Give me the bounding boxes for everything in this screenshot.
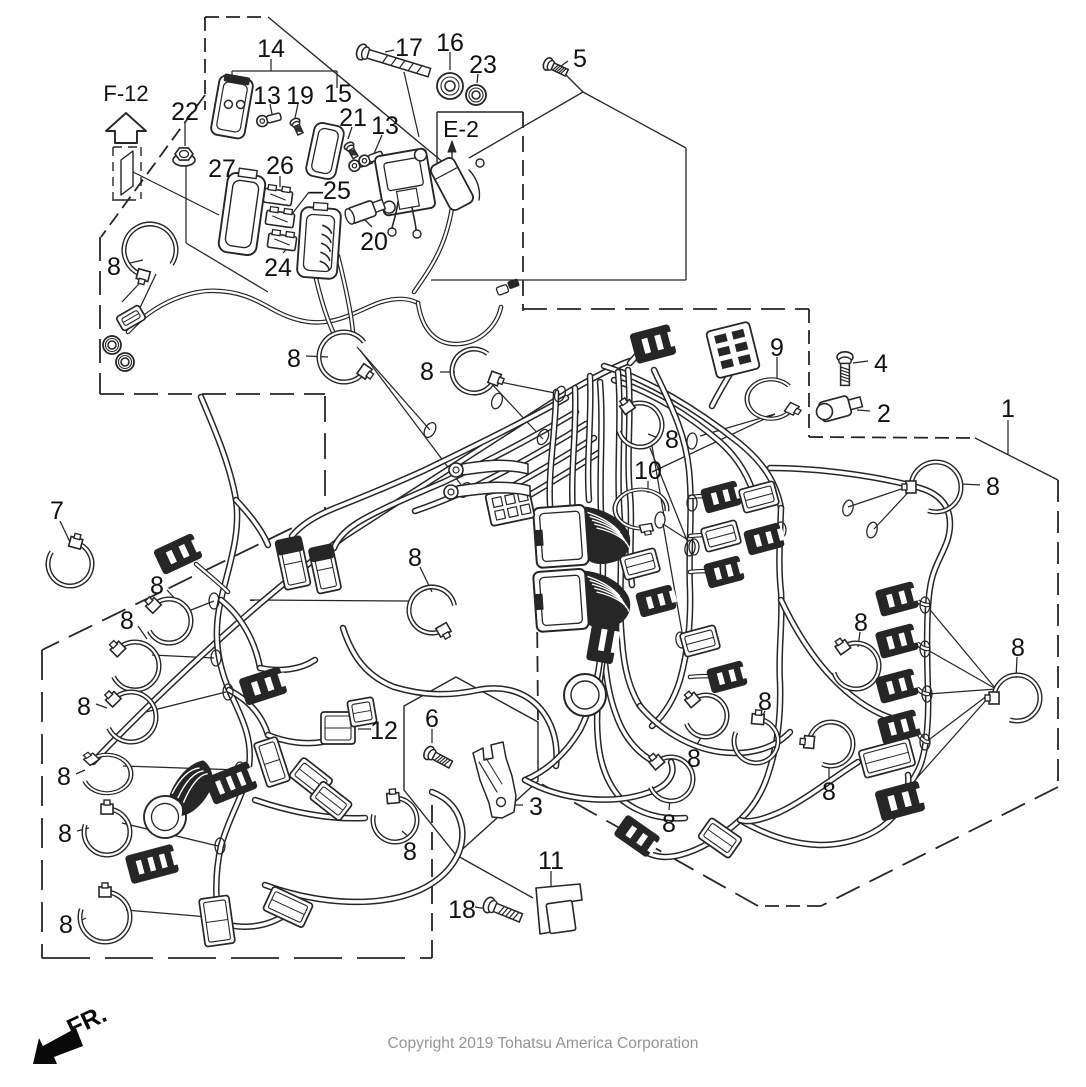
svg-text:F-12: F-12	[103, 81, 148, 106]
svg-text:14: 14	[257, 35, 285, 63]
svg-text:18: 18	[448, 896, 476, 924]
svg-text:7: 7	[50, 497, 64, 525]
svg-text:Copyright 2019 Tohatsu America: Copyright 2019 Tohatsu America Corporati…	[388, 1035, 699, 1052]
svg-text:8: 8	[77, 693, 91, 721]
svg-text:2: 2	[877, 400, 891, 428]
svg-text:1: 1	[1001, 395, 1015, 423]
svg-text:8: 8	[120, 607, 134, 635]
svg-text:3: 3	[529, 793, 543, 821]
svg-text:20: 20	[360, 228, 388, 256]
svg-text:15: 15	[324, 80, 352, 108]
svg-text:8: 8	[58, 820, 72, 848]
svg-text:8: 8	[854, 609, 868, 637]
svg-text:5: 5	[573, 45, 587, 73]
svg-text:17: 17	[395, 34, 423, 62]
svg-text:22: 22	[171, 98, 199, 126]
svg-text:13: 13	[371, 112, 399, 140]
svg-text:–25: –25	[309, 177, 351, 205]
svg-text:8: 8	[408, 544, 422, 572]
svg-text:8: 8	[665, 426, 679, 454]
svg-text:19: 19	[286, 82, 314, 110]
svg-text:9: 9	[770, 334, 784, 362]
svg-text:8: 8	[758, 688, 772, 716]
svg-text:8: 8	[420, 358, 434, 386]
svg-text:E-2: E-2	[443, 116, 479, 142]
svg-text:8: 8	[57, 763, 71, 791]
svg-text:26: 26	[266, 152, 294, 180]
svg-text:12: 12	[370, 717, 398, 745]
svg-text:21: 21	[339, 104, 367, 132]
svg-text:6: 6	[425, 705, 439, 733]
svg-text:8: 8	[107, 253, 121, 281]
svg-text:8: 8	[822, 778, 836, 806]
svg-text:23: 23	[469, 51, 497, 79]
svg-text:4: 4	[874, 350, 888, 378]
svg-text:8: 8	[403, 838, 417, 866]
svg-text:8: 8	[662, 810, 676, 838]
svg-text:8: 8	[287, 345, 301, 373]
svg-text:11: 11	[538, 847, 564, 875]
svg-text:8: 8	[687, 745, 701, 773]
svg-text:8: 8	[59, 911, 73, 939]
svg-text:10: 10	[634, 457, 662, 485]
svg-text:16: 16	[436, 29, 464, 57]
svg-text:24: 24	[264, 254, 292, 282]
svg-text:27: 27	[208, 155, 236, 183]
svg-text:8: 8	[150, 572, 164, 600]
svg-text:8: 8	[1011, 634, 1025, 662]
svg-text:8: 8	[986, 473, 1000, 501]
svg-text:13: 13	[253, 82, 281, 110]
